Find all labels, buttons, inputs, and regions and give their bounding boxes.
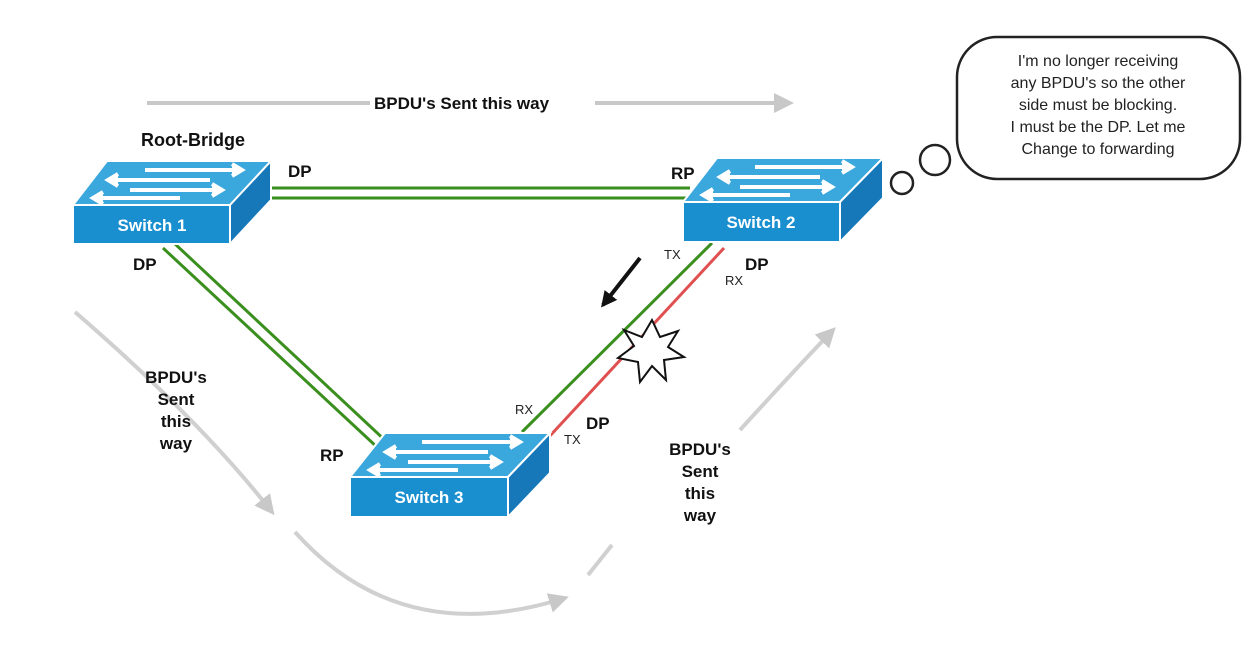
port-role-s1-right: DP bbox=[288, 162, 312, 181]
thought-bubble-text: I'm no longer receiving any BPDU's so th… bbox=[1011, 53, 1186, 158]
left-flow-label: BPDU's Sent this way bbox=[145, 368, 207, 453]
right-flow-arrow bbox=[586, 327, 836, 577]
svg-text:I'm no longer receiving: I'm no longer receiving bbox=[1018, 53, 1178, 70]
svg-text:this: this bbox=[685, 484, 715, 503]
switch-3-label: Switch 3 bbox=[395, 488, 464, 507]
bpdu-direction-arrow-icon bbox=[601, 256, 642, 308]
svg-text:BPDU's: BPDU's bbox=[669, 440, 731, 459]
switch-2 bbox=[680, 155, 886, 245]
svg-text:Sent: Sent bbox=[682, 462, 719, 481]
svg-text:Sent: Sent bbox=[158, 390, 195, 409]
switch-1 bbox=[70, 158, 274, 247]
top-flow-arrow bbox=[147, 92, 794, 114]
port-role-s2-bottom: DP bbox=[745, 255, 769, 274]
thought-bubble bbox=[889, 35, 1242, 196]
top-flow-label: BPDU's Sent this way bbox=[374, 94, 550, 113]
link-failure-burst-icon bbox=[615, 317, 687, 385]
switch-2-label: Switch 2 bbox=[727, 213, 796, 232]
svg-text:BPDU's: BPDU's bbox=[145, 368, 207, 387]
port-dir-s3-tx: TX bbox=[564, 432, 581, 447]
left-flow-arrow bbox=[73, 310, 569, 616]
svg-text:I must be the DP. Let me: I must be the DP. Let me bbox=[1011, 119, 1186, 136]
switch-3 bbox=[347, 430, 553, 520]
switch-arrows-icon bbox=[699, 159, 856, 203]
port-role-s3-right: DP bbox=[586, 414, 610, 433]
port-role-s2-left: RP bbox=[671, 164, 695, 183]
svg-text:way: way bbox=[683, 506, 717, 525]
link-s1-s3 bbox=[161, 241, 390, 450]
svg-text:side must be blocking.: side must be blocking. bbox=[1019, 97, 1177, 114]
svg-text:way: way bbox=[159, 434, 193, 453]
port-dir-s2-tx: TX bbox=[664, 247, 681, 262]
switch-1-label: Switch 1 bbox=[118, 216, 187, 235]
link-s1-s2 bbox=[270, 186, 690, 200]
link-s2-s3 bbox=[520, 241, 726, 440]
right-flow-label: BPDU's Sent this way bbox=[669, 440, 731, 525]
switch-arrows-icon bbox=[89, 162, 246, 206]
port-role-s1-bottom: DP bbox=[133, 255, 157, 274]
svg-text:this: this bbox=[161, 412, 191, 431]
port-dir-s2-rx: RX bbox=[725, 273, 743, 288]
port-role-s3-top: RP bbox=[320, 446, 344, 465]
root-bridge-label: Root-Bridge bbox=[141, 130, 245, 150]
svg-text:any BPDU's so the other: any BPDU's so the other bbox=[1011, 75, 1186, 92]
switch-arrows-icon bbox=[366, 434, 524, 478]
svg-text:Change to forwarding: Change to forwarding bbox=[1022, 141, 1175, 158]
port-dir-s3-rx: RX bbox=[515, 402, 533, 417]
